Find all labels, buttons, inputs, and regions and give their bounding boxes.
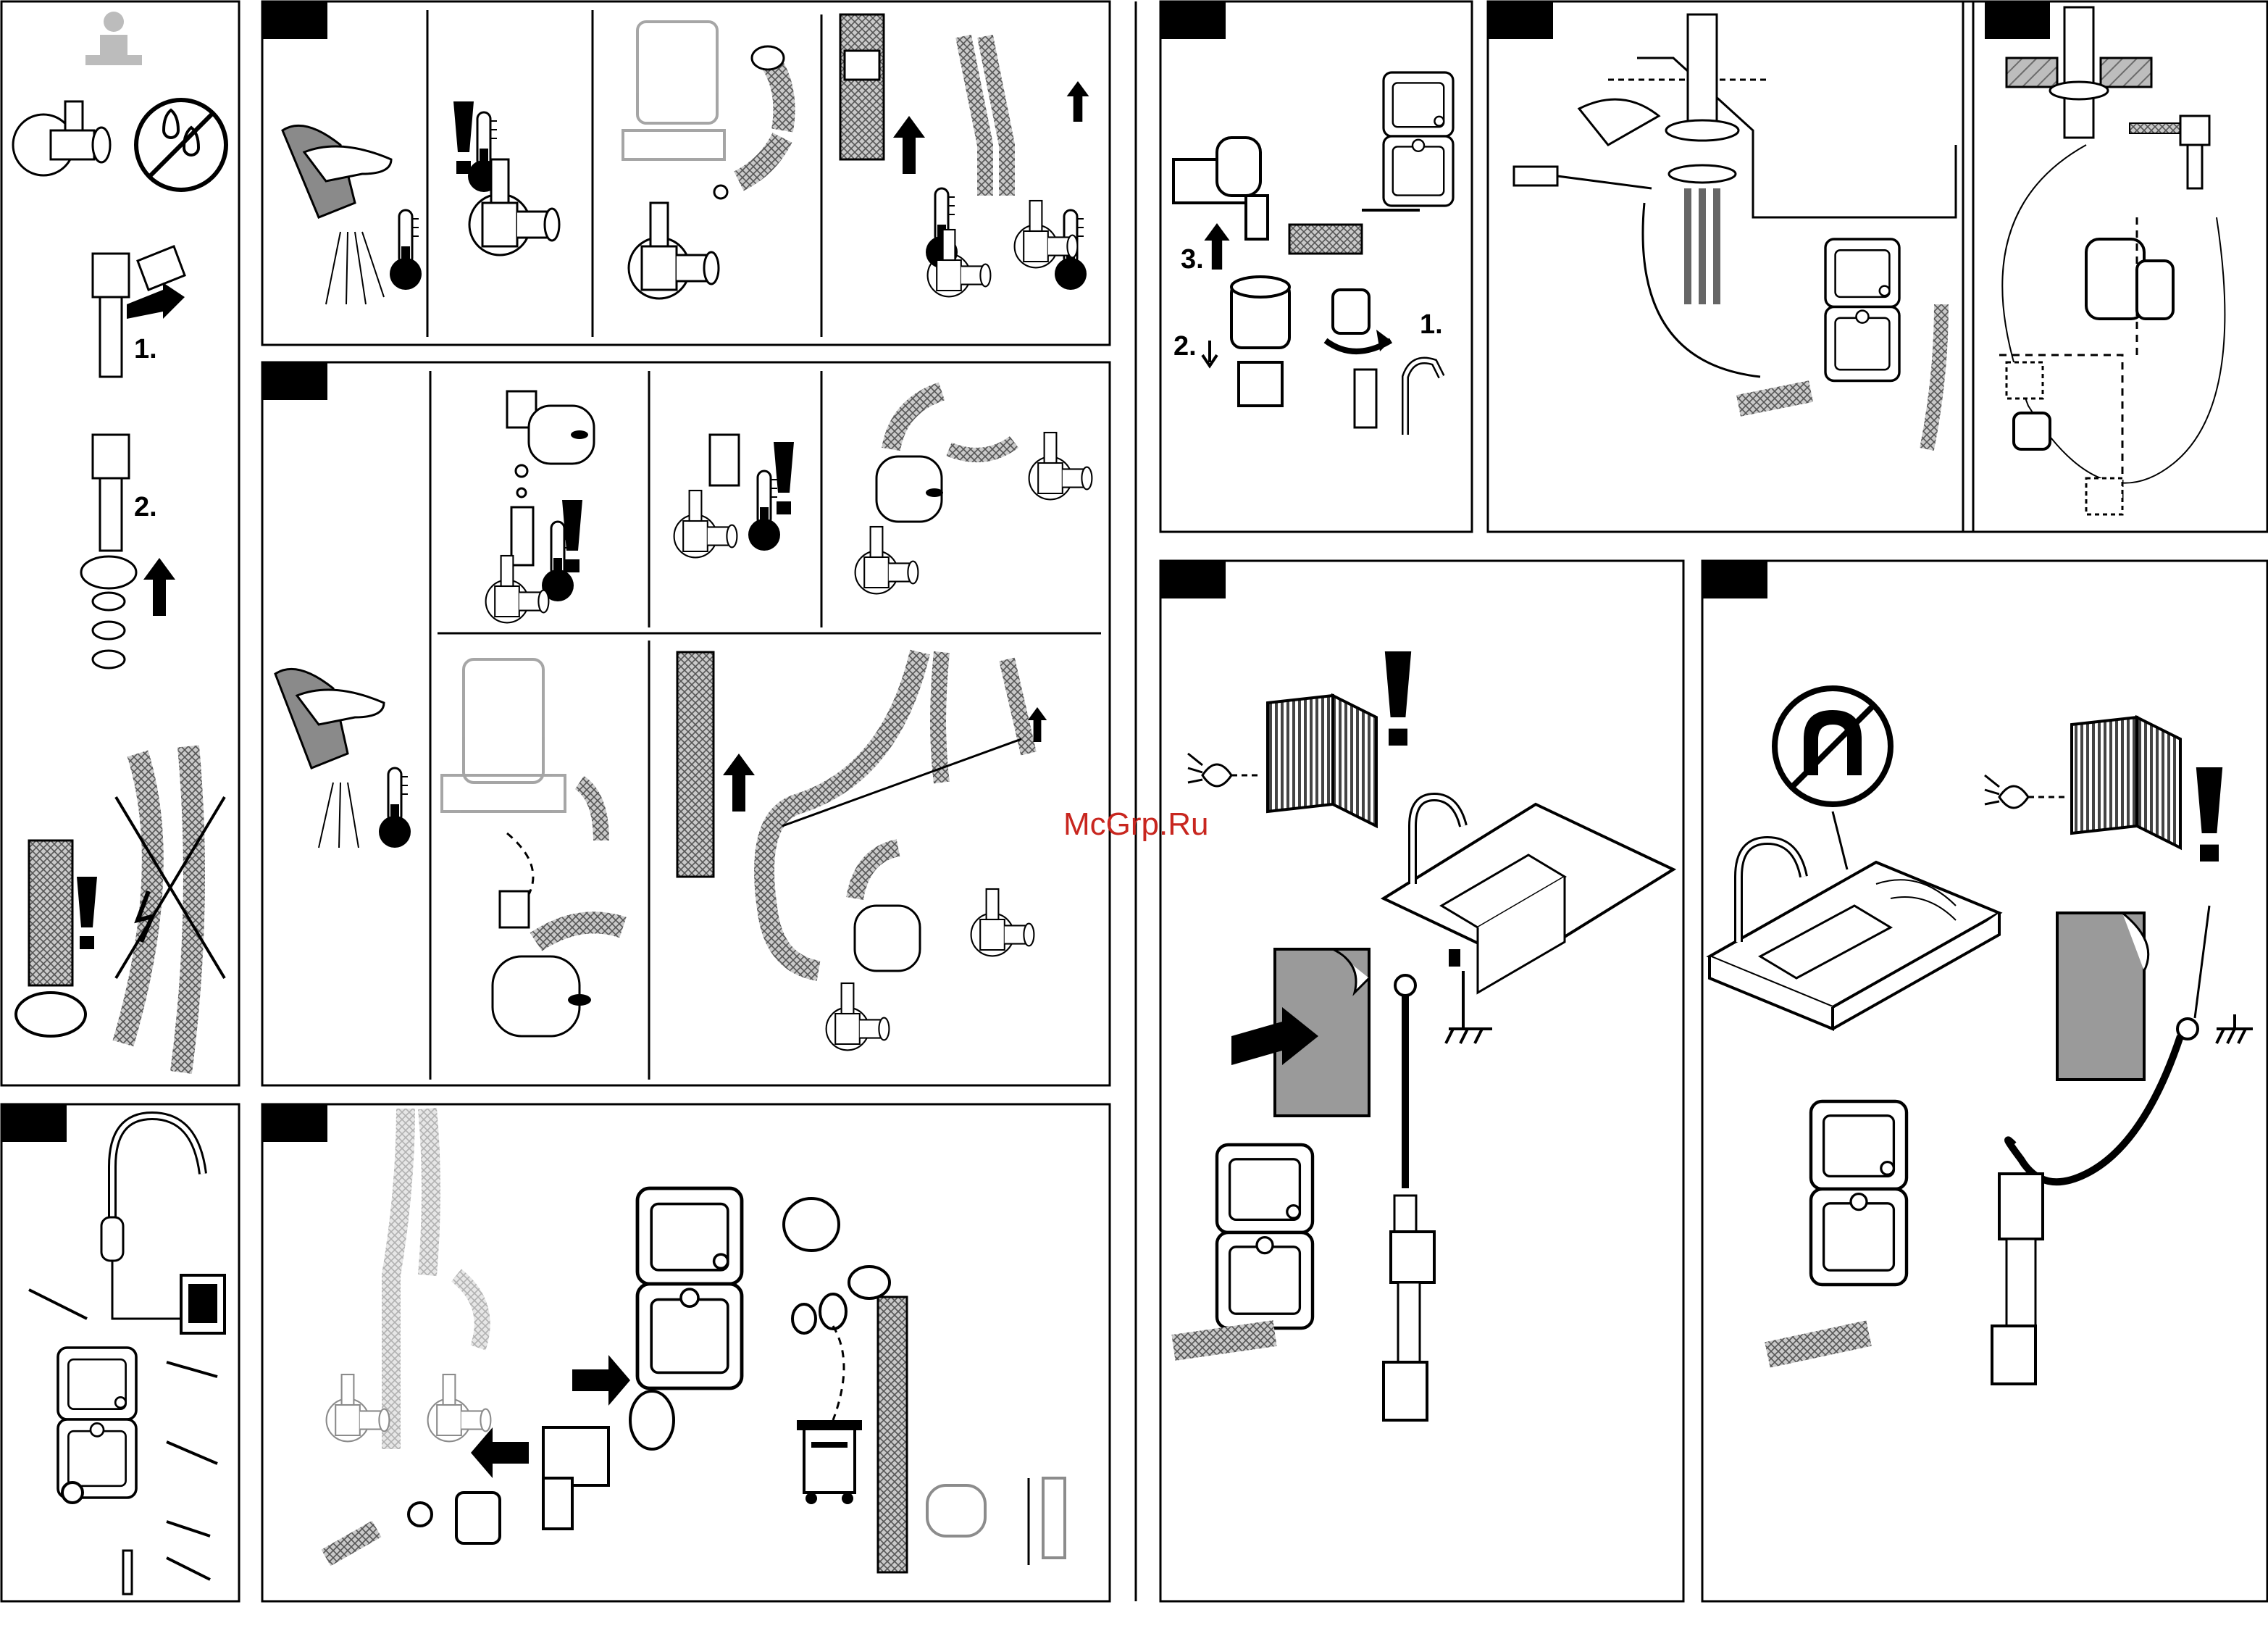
control-box-drawing — [58, 1348, 136, 1498]
faucet-shank-drawing — [1514, 14, 1760, 377]
control-box-drawing — [1217, 1145, 1313, 1328]
panel-tab — [262, 1104, 327, 1142]
ground-sticker-drawing — [2057, 913, 2148, 1080]
faucet-drawing — [101, 1116, 225, 1333]
panel-tab — [1, 1104, 67, 1142]
panel-mixer-assembly — [262, 362, 1110, 1085]
valve-drawing — [629, 203, 719, 299]
manual-icon — [2072, 717, 2180, 848]
supply-hose — [1738, 391, 1811, 406]
control-box-drawing — [1825, 239, 1899, 381]
panel-filter-install — [262, 1104, 1110, 1601]
panel-grounding-metal-sink — [1160, 561, 1683, 1601]
filter-cap-drawing — [784, 1198, 846, 1420]
panel-quick-connector: 3. 2. 1. — [1160, 1, 1472, 532]
warning-icon — [1385, 651, 1411, 746]
hand-icon — [283, 125, 391, 304]
ground-sticker-drawing — [1231, 949, 1369, 1116]
panel-tab — [1985, 1, 2050, 39]
tee-connector-drawing: 3. — [1173, 138, 1268, 275]
warning-icon — [77, 877, 97, 949]
panel-info-prep: 1. 2. — [1, 1, 239, 1085]
sensor-cable-drawing — [1999, 116, 2225, 514]
supply-hose — [1173, 1333, 1275, 1348]
recycle-bin-icon — [797, 1420, 862, 1504]
manual-icon — [1268, 696, 1376, 826]
step-1-label: 1. — [134, 334, 157, 364]
metal-sink-drawing — [1384, 797, 1673, 993]
drain-hose-drawing — [849, 1267, 1065, 1572]
valve-drawing — [827, 983, 890, 1050]
angle-valve-drawing — [13, 101, 110, 175]
faded-hoses-drawing — [327, 1109, 491, 1449]
valve-drawing — [855, 527, 919, 593]
tee-fitting-drawing: 1. — [93, 246, 185, 377]
valve-check-drawing — [674, 435, 794, 557]
elbow-hose-drawing — [714, 46, 784, 199]
panel-tab — [1702, 561, 1767, 598]
wood-sink-drawing — [1710, 812, 1999, 1029]
no-magnet-icon — [1775, 688, 1891, 804]
valve-drawing — [674, 491, 737, 557]
step-2-label: 2. — [134, 492, 157, 522]
step-1-label: 1. — [1420, 309, 1443, 340]
warning-icon — [453, 101, 474, 174]
arrow-icon — [723, 754, 755, 812]
watermark-text: McGrp.Ru — [1063, 806, 1208, 842]
tee-assembly-drawing: 2. — [81, 435, 175, 668]
warning-icon — [2196, 767, 2222, 862]
mixer-drawing — [486, 391, 594, 622]
panel-tab — [1160, 561, 1226, 598]
arrow-icon — [893, 116, 925, 174]
coupling-drawing: 2. 1. — [1173, 277, 1443, 435]
step-2-label: 2. — [1173, 331, 1197, 362]
box-and-elbow-drawing — [442, 659, 623, 1036]
arrow-icon — [1067, 81, 1089, 122]
hand-icon — [275, 669, 384, 848]
panel-flush-supply — [262, 1, 1110, 345]
hoses-drawing — [840, 14, 1089, 296]
panel-tab — [1160, 1, 1226, 39]
eye-icon — [1188, 754, 1260, 786]
drain-hose — [1927, 304, 1941, 449]
warning-icon — [774, 442, 794, 514]
valve-drawing — [971, 889, 1034, 956]
hose-no-kink-drawing — [16, 746, 225, 1072]
eye-icon — [1985, 775, 2064, 808]
hose-routing-drawing — [677, 652, 1047, 1050]
panel-mounting — [1, 1104, 239, 1601]
mixer-connected-drawing — [855, 391, 1092, 593]
control-box-drawing — [637, 1188, 742, 1388]
supply-hose — [1767, 1333, 1869, 1355]
panel-tab — [262, 362, 327, 400]
control-box-drawing — [1811, 1101, 1907, 1285]
panel-tab — [262, 1, 327, 39]
no-water-icon — [136, 100, 226, 190]
sink-edge-drawing — [1608, 58, 1956, 217]
valve-drawing — [1029, 433, 1092, 499]
panel-tab — [1488, 1, 1553, 39]
thermometer-icon — [748, 471, 780, 551]
faded-box-drawing — [623, 22, 724, 159]
info-icon — [85, 12, 142, 65]
arrow-icon — [1204, 223, 1229, 270]
step-3-label: 3. — [1181, 244, 1204, 275]
ground-cable-drawing — [1384, 975, 1434, 1420]
box-connector-drawing — [1289, 72, 1453, 254]
thermometer-icon — [379, 768, 411, 848]
ground-symbol-icon — [2217, 1014, 2253, 1043]
arrow-icon — [143, 558, 175, 616]
thermometer-icon — [390, 210, 422, 290]
panel-cable-loop — [1963, 1, 2267, 532]
panel-grounding-wood-sink — [1702, 561, 2267, 1601]
panel-cable-routing — [1488, 1, 1973, 532]
connector-assembly-drawing — [326, 1355, 674, 1558]
